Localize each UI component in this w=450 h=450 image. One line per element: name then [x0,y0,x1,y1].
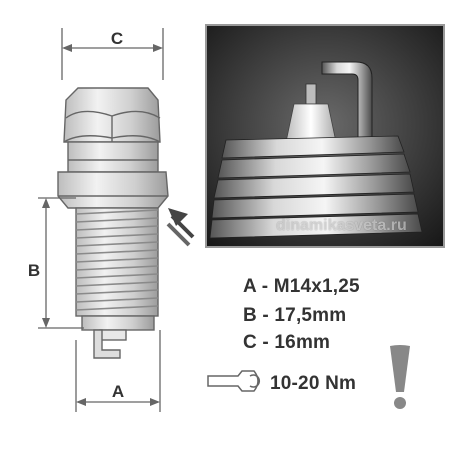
dimension-c: C [61,28,164,80]
spec-b: B - 17,5mm [243,305,347,326]
pointer-arrow [166,208,195,247]
dimension-b: B [28,197,84,329]
dimension-c-label: C [111,29,123,48]
wrench-icon [207,370,260,392]
spark-plug-photo [205,24,445,248]
dimension-a: A [75,330,161,412]
torque-value: 10-20 Nm [270,373,357,394]
dimension-b-label: B [28,261,40,280]
thread-lines [75,209,159,311]
exclamation-icon [390,345,410,409]
electrode-tip [81,315,155,359]
spec-a: A - M14x1,25 [243,276,360,297]
dimension-a-label: A [112,382,124,401]
spec-c: C - 16mm [243,332,331,353]
watermark-text: dinamikasveta.ru [276,217,407,234]
